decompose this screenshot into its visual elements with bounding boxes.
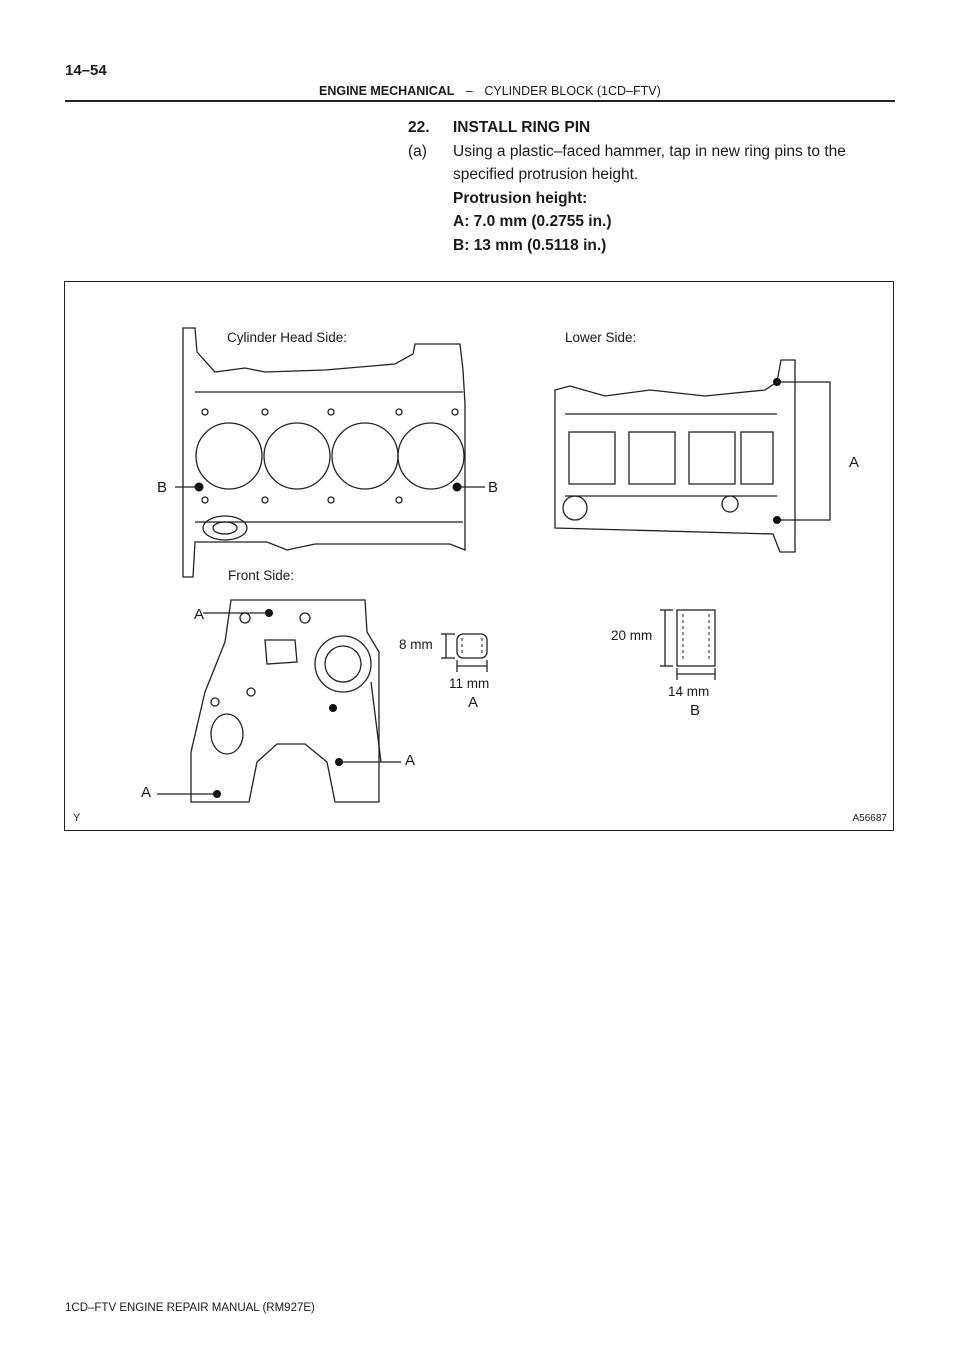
figure-mark: Y xyxy=(73,812,81,824)
procedure-step: 22. INSTALL RING PIN (a) Using a plastic… xyxy=(408,116,898,257)
callout-a-lower: A xyxy=(849,454,860,471)
spec-b: B: 13 mm (0.5118 in.) xyxy=(453,236,607,254)
spec-a: A: 7.0 mm (0.2755 in.) xyxy=(453,213,612,230)
ring-pin-marker xyxy=(773,516,781,524)
header-title: ENGINE MECHANICAL – CYLINDER BLOCK (1CD–… xyxy=(319,84,661,98)
ring-pin-marker xyxy=(329,704,337,712)
instruction-line-2: specified protrusion height. xyxy=(453,166,639,183)
spec-title: Protrusion height: xyxy=(453,189,588,207)
pin-b-width: 14 mm xyxy=(668,684,710,699)
ring-pin-marker xyxy=(335,758,343,766)
lower-side-block xyxy=(554,359,796,553)
callout-a-front-top: A xyxy=(194,606,205,623)
header-rule xyxy=(65,100,895,102)
front-side-block xyxy=(190,599,382,803)
sub-step: (a) Using a plastic–faced hammer, tap in… xyxy=(408,140,898,164)
callout-a-front-bottom: A xyxy=(141,784,152,801)
front-side-label: Front Side: xyxy=(228,568,295,583)
cylinder-head-side-label: Cylinder Head Side: xyxy=(227,330,348,345)
footer-manual-title: 1CD–FTV ENGINE REPAIR MANUAL (RM927E) xyxy=(65,1302,315,1314)
cylinder-head-side-block xyxy=(182,327,466,578)
instruction-line-1: Using a plastic–faced hammer, tap in new… xyxy=(453,142,846,160)
step-number: 22. xyxy=(408,119,430,136)
page-number: 14–54 xyxy=(65,62,107,79)
ring-pin-b-shape xyxy=(676,609,716,667)
callout-b-left: B xyxy=(157,479,168,496)
subsection-title: CYLINDER BLOCK (1CD–FTV) xyxy=(484,84,661,98)
header-separator: – xyxy=(465,84,473,98)
ring-pin-marker xyxy=(773,378,781,386)
section-title: ENGINE MECHANICAL xyxy=(319,84,455,98)
step-title: INSTALL RING PIN xyxy=(453,119,591,136)
callout-b-right: B xyxy=(488,479,499,496)
pin-b-letter: B xyxy=(690,702,701,719)
pin-a-letter: A xyxy=(468,694,479,711)
ring-pin-marker xyxy=(452,482,462,492)
ring-pin-a-shape xyxy=(456,633,488,659)
figure-drawing xyxy=(157,327,831,803)
ring-pin-marker xyxy=(194,482,204,492)
figure-code: A56687 xyxy=(852,813,887,824)
lower-side-label: Lower Side: xyxy=(565,330,637,345)
ring-pin-marker xyxy=(265,609,273,617)
pin-a-height: 8 mm xyxy=(399,637,433,652)
pin-b-height: 20 mm xyxy=(611,628,653,643)
ring-pin-figure: Cylinder Head Side: Lower Side: Front Si… xyxy=(64,281,894,831)
sub-step-letter: (a) xyxy=(408,142,427,160)
step-heading: 22. INSTALL RING PIN xyxy=(408,116,898,140)
ring-pin-marker xyxy=(213,790,221,798)
callout-a-front-right: A xyxy=(405,752,416,769)
pin-a-width: 11 mm xyxy=(449,676,490,691)
